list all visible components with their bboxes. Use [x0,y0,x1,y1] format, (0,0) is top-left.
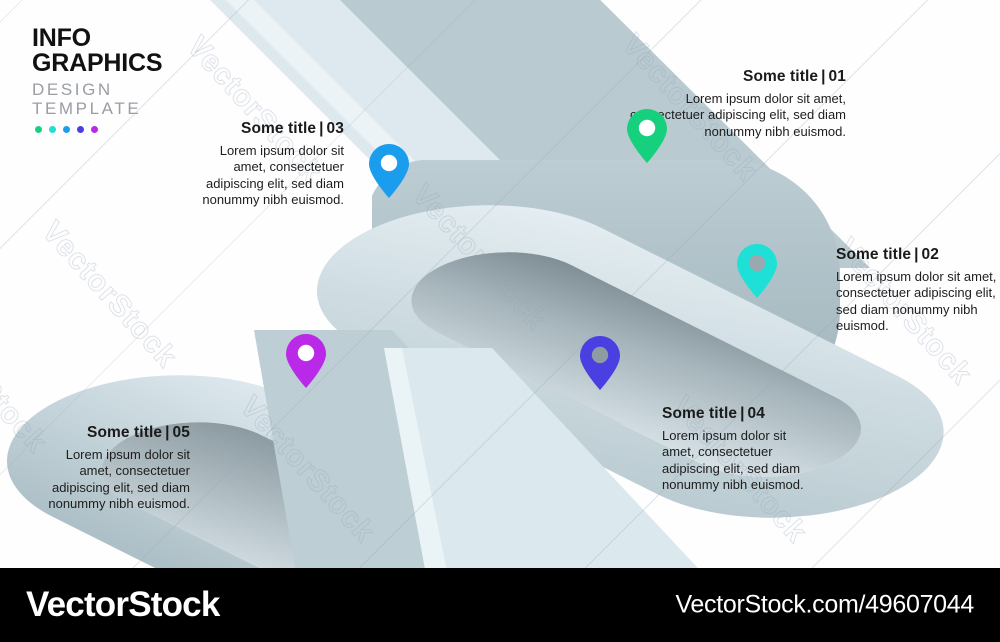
map-pin-icon [286,334,326,388]
step-title-03: Some title|03 [196,120,344,138]
map-pin-03[interactable] [368,143,410,204]
step-title-04: Some title|04 [662,405,822,423]
step-block-02: Some title|02 Lorem ipsum dolor sit amet… [836,246,1000,334]
step-body-03: Lorem ipsum dolor sit amet, consectetuer… [202,143,344,207]
brand-dot-3 [63,126,70,133]
step-number: 03 [326,120,344,137]
step-title-text: Some title [241,120,317,137]
brand-line-design: DESIGN [32,80,113,99]
brand-dot-2 [49,126,56,133]
step-title-separator: | [821,68,826,85]
map-pin-icon [627,109,667,163]
step-title-05: Some title|05 [42,424,190,442]
brand-logo: INFO GRAPHICS DESIGN TEMPLATE [32,24,163,133]
step-title-01: Some title|01 [628,68,846,86]
ribbon-tail-bottom [254,330,698,568]
map-pin-05[interactable] [285,333,327,394]
footer-url: VectorStock.com/49607044 [675,590,974,619]
pin-hole [748,254,766,272]
step-title-text: Some title [743,68,819,85]
map-pin-icon [369,144,409,198]
step-title-text: Some title [662,405,738,422]
brand-line-info: INFO [32,24,91,52]
pin-hole [297,344,315,362]
footer-brand: VectorStock [26,585,220,624]
step-title-text: Some title [87,424,163,441]
step-title-separator: | [319,120,324,137]
pin-hole [380,154,398,172]
step-body-01: Lorem ipsum dolor sit amet, consectetuer… [629,91,846,139]
step-block-03: Some title|03 Lorem ipsum dolor sit amet… [196,120,344,208]
step-title-separator: | [740,405,745,422]
step-title-text: Some title [836,246,912,263]
step-number: 05 [172,424,190,441]
step-number: 02 [921,246,939,263]
step-body-04: Lorem ipsum dolor sit amet, consectetuer… [662,428,804,492]
step-body-05: Lorem ipsum dolor sit amet, consectetuer… [48,447,190,511]
pin-hole [591,346,609,364]
isometric-ribbon-graphic [7,0,944,568]
map-pin-icon [580,336,620,390]
step-body-02: Lorem ipsum dolor sit amet, consectetuer… [836,269,997,333]
pin-hole [638,119,656,137]
step-title-separator: | [914,246,919,263]
illustration-area: VectorStock VectorStock VectorStock Vect… [0,0,1000,568]
step-title-02: Some title|02 [836,246,1000,264]
step-title-separator: | [165,424,170,441]
map-pin-01[interactable] [626,108,668,169]
map-pin-02[interactable] [736,243,778,304]
brand-dot-4 [77,126,84,133]
vectorstock-footer-bar: VectorStock VectorStock.com/49607044 [0,568,1000,642]
brand-color-dots [35,126,162,133]
step-block-01: Some title|01 Lorem ipsum dolor sit amet… [628,68,846,140]
brand-dot-5 [91,126,98,133]
map-pin-04[interactable] [579,335,621,396]
brand-line-template: TEMPLATE [32,99,142,118]
step-number: 04 [747,405,765,422]
step-number: 01 [828,68,846,85]
step-block-04: Some title|04 Lorem ipsum dolor sit amet… [662,405,822,493]
brand-line-graphics: GRAPHICS [32,49,163,77]
step-block-05: Some title|05 Lorem ipsum dolor sit amet… [42,424,190,512]
map-pin-icon [737,244,777,298]
brand-dot-1 [35,126,42,133]
